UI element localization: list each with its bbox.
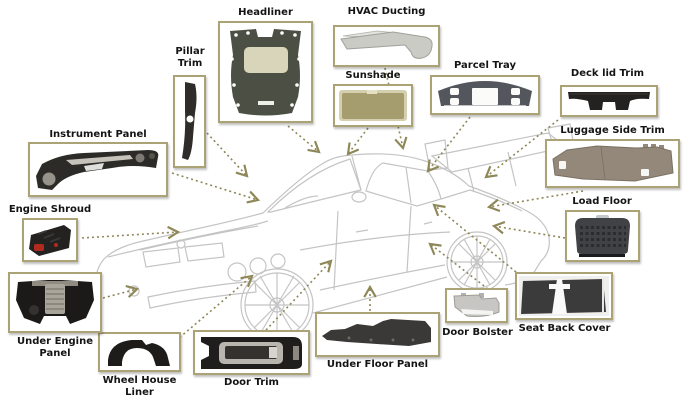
label-deck-lid-trim: Deck lid Trim xyxy=(570,68,645,79)
luggage-side-trim-image xyxy=(545,139,680,188)
label-engine-shroud: Engine Shroud xyxy=(8,204,92,215)
arrow-pillar-trim xyxy=(206,132,249,178)
headliner-image xyxy=(218,21,313,123)
label-door-bolster: Door Bolster xyxy=(442,327,513,338)
arrow-deck-lid-trim xyxy=(484,119,559,179)
pillar-trim-image xyxy=(173,75,206,168)
label-hvac-ducting: HVAC Ducting xyxy=(347,6,426,17)
label-under-floor-panel: Under Floor Panel xyxy=(326,359,429,370)
car-line-art xyxy=(95,123,576,342)
label-instrument-panel: Instrument Panel xyxy=(49,129,147,140)
engine-shroud-image xyxy=(22,218,78,262)
instrument-panel-image xyxy=(28,142,168,197)
arrow-parcel-tray xyxy=(426,116,471,173)
label-sunshade: Sunshade xyxy=(345,70,401,81)
hvac-ducting-image xyxy=(333,25,440,67)
label-luggage-side-trim: Luggage Side Trim xyxy=(560,125,665,136)
arrow-door-trim xyxy=(265,259,333,331)
label-under-engine-panel: Under Engine Panel xyxy=(16,336,94,359)
arrow-engine-shroud xyxy=(81,225,181,240)
label-wheel-house-liner: Wheel House Liner xyxy=(102,375,177,398)
sunshade-image xyxy=(333,84,413,127)
arrow-sunshade xyxy=(346,127,369,156)
label-headliner: Headliner xyxy=(238,7,293,18)
arrow-under-engine-panel xyxy=(102,284,140,299)
wheel-house-liner-image xyxy=(98,332,181,372)
arrow-load-floor xyxy=(491,220,566,239)
parcel-tray-image xyxy=(430,75,540,115)
arrow-door-bolster xyxy=(428,242,489,290)
under-floor-panel-image xyxy=(315,312,440,357)
load-floor-image xyxy=(565,210,640,262)
under-engine-panel-image xyxy=(8,272,102,333)
label-parcel-tray: Parcel Tray xyxy=(454,60,516,71)
label-seat-back-cover: Seat Back Cover xyxy=(518,323,611,334)
arrow-headliner xyxy=(287,125,321,154)
label-load-floor: Load Floor xyxy=(572,196,632,207)
deck-lid-trim-image xyxy=(560,85,658,117)
label-pillar-trim: Pillar Trim xyxy=(175,46,205,69)
arrow-luggage-side-trim xyxy=(486,190,584,213)
label-door-trim: Door Trim xyxy=(224,377,279,388)
arrow-instrument-panel xyxy=(171,172,261,204)
seat-back-cover-image xyxy=(515,272,613,320)
door-bolster-image xyxy=(445,288,508,323)
door-trim-image xyxy=(193,330,310,375)
